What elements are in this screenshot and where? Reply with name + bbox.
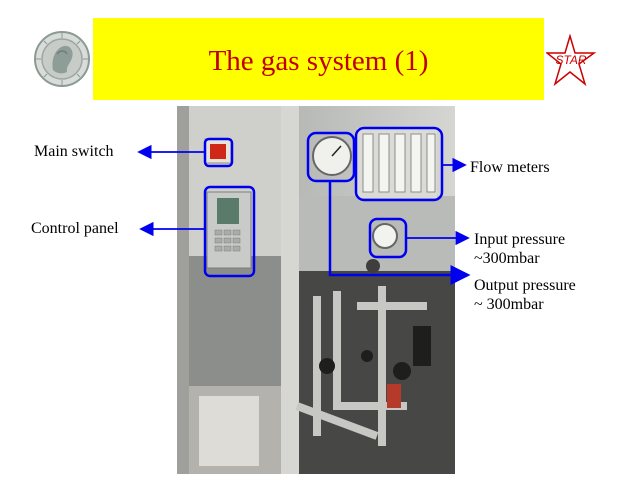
output-pressure-line2: ~ 300mbar	[474, 296, 544, 313]
flow-meters-label: Flow meters	[470, 159, 550, 176]
input-pressure-label: Input pressure ~300mbar	[474, 230, 565, 268]
seal-logo-icon	[34, 31, 90, 87]
title-bar: The gas system (1)	[93, 18, 544, 100]
input-pressure-line1: Input pressure	[474, 231, 566, 248]
output-pressure-label: Output pressure ~ 300mbar	[474, 276, 576, 314]
slide-title: The gas system (1)	[208, 44, 429, 77]
input-pressure-line2: ~300mbar	[474, 250, 540, 267]
main-switch-label: Main switch	[34, 143, 114, 160]
star-logo-icon: STAR	[546, 34, 596, 87]
control-panel-label: Control panel	[31, 220, 119, 237]
star-logo-text: STAR	[555, 53, 586, 67]
gas-rack-photo	[177, 106, 455, 474]
output-pressure-line1: Output pressure	[474, 277, 576, 294]
